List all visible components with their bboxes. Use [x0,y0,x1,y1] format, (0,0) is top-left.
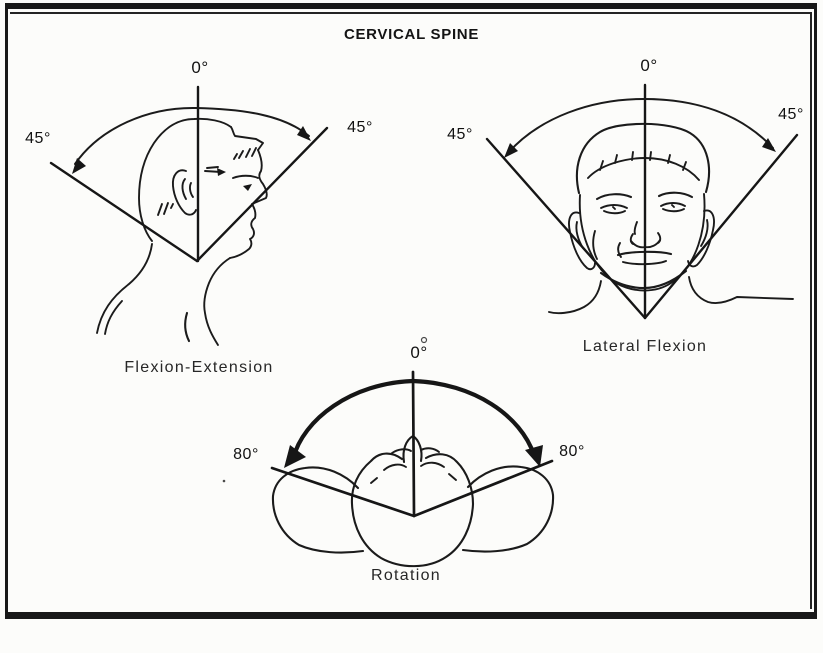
frame-inner-top-rule [10,12,812,14]
flexion-extension-drawing [49,85,329,346]
fe-angle-right-label: 45° [347,119,373,136]
rot-angle-top-label: 0° [410,343,428,362]
rot-arc-right-arrow-icon [525,445,543,467]
lf-left-45-line [485,137,647,320]
lf-angle-left-label: 45° [447,126,473,143]
lf-arc-right-arrow-icon [762,138,776,152]
lf-angle-right-label: 45° [778,106,804,123]
rot-left-80-line [270,466,416,518]
fe-left-45-line [49,161,199,263]
lf-right-45-line [643,133,799,320]
rot-vertical-axis-line [411,370,416,516]
page-border-frame [5,3,817,619]
fe-angle-top-label: 0° [191,58,209,77]
rot-motion-arc [290,378,537,462]
fe-angle-left-label: 45° [25,130,51,147]
fe-caption: Flexion-Extension [124,359,274,376]
lf-arc-left-arrow-icon [504,143,518,158]
fe-right-45-line [195,126,329,263]
scan-speck [420,336,428,344]
fe-arc-right-arrow-icon [297,126,311,141]
rot-right-80-line [412,459,554,518]
lf-motion-arc [507,97,774,154]
rot-angle-left-label: 80° [233,446,259,463]
fe-motion-arc [74,106,310,165]
rot-arc-left-arrow-icon [284,445,306,468]
scan-speck [222,479,226,483]
fe-arc-left-arrow-icon [72,158,86,174]
lf-caption: Lateral Flexion [582,338,708,355]
lf-angle-top-label: 0° [640,56,658,75]
rotation-drawing [270,370,555,568]
lateral-flexion-drawing [485,83,799,320]
page-title: CERVICAL SPINE [343,26,480,43]
rot-angle-right-label: 80° [559,443,585,460]
frame-inner-right-rule [810,12,812,609]
rot-caption: Rotation [371,567,441,584]
